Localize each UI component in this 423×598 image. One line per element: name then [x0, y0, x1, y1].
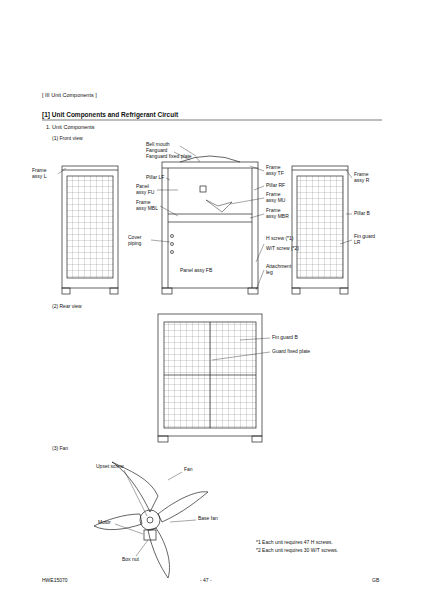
part-label: Base fan: [198, 516, 218, 522]
part-label: Fanguard: [146, 148, 167, 154]
part-label: Fin guard B: [272, 335, 298, 341]
part-label: Attachment leg: [266, 264, 292, 276]
part-label: Frame assy MBR: [266, 208, 292, 220]
part-label: Fan: [184, 467, 193, 473]
footnote: *1 Each unit requires 47 H screws.: [256, 540, 333, 546]
leader-lines: [58, 146, 352, 556]
part-label: (2) Rear view: [52, 304, 82, 310]
front-view: [162, 156, 258, 294]
part-label: Cover piping: [128, 235, 150, 247]
part-label: Fin guard LR: [354, 234, 378, 246]
part-label: Motor: [98, 520, 111, 526]
part-label: Upset screw: [96, 464, 124, 470]
part-label: Pillar B: [354, 211, 370, 217]
footer-text: GB: [372, 578, 379, 584]
part-label: Pillar RF: [266, 183, 285, 189]
part-label: Guard fixed plate: [272, 349, 310, 355]
part-label: W/T screw (*2): [266, 246, 299, 252]
heading-rule: [42, 120, 382, 121]
footnote: *2 Each unit requires 30 W/T screws.: [256, 548, 338, 554]
part-label: Bell mouth: [146, 142, 170, 148]
section-title: [1] Unit Components and Refrigerant Circ…: [42, 111, 178, 118]
side-view-left: [62, 166, 118, 294]
part-label: Frame assy MBL: [136, 200, 160, 212]
part-label: Pillar LF: [146, 175, 164, 181]
part-label: Frame assy MU: [266, 192, 290, 204]
part-label: (1) Front view: [52, 136, 83, 142]
part-label: Panel assy FU: [136, 184, 158, 196]
footer-text: - 47 -: [200, 578, 212, 584]
fan-illustration: [94, 462, 208, 578]
part-label: Fanguard fixed plate: [146, 154, 192, 160]
side-view-right: [292, 166, 348, 294]
part-label: Panel assy FB: [180, 268, 212, 274]
section-header: [ III Unit Components ]: [42, 92, 97, 98]
part-label: Box nut: [122, 557, 139, 563]
rear-view: [158, 314, 262, 442]
part-label: H screw (*1): [266, 236, 294, 242]
part-label: Frame assy R: [354, 172, 380, 184]
part-label: Frame assy L: [32, 168, 56, 180]
part-label: Frame assy TF: [266, 165, 290, 177]
part-label: (3) Fan: [52, 446, 68, 452]
footer-text: HWE15070: [42, 578, 68, 584]
subsection-title: 1. Unit Components: [46, 124, 95, 130]
